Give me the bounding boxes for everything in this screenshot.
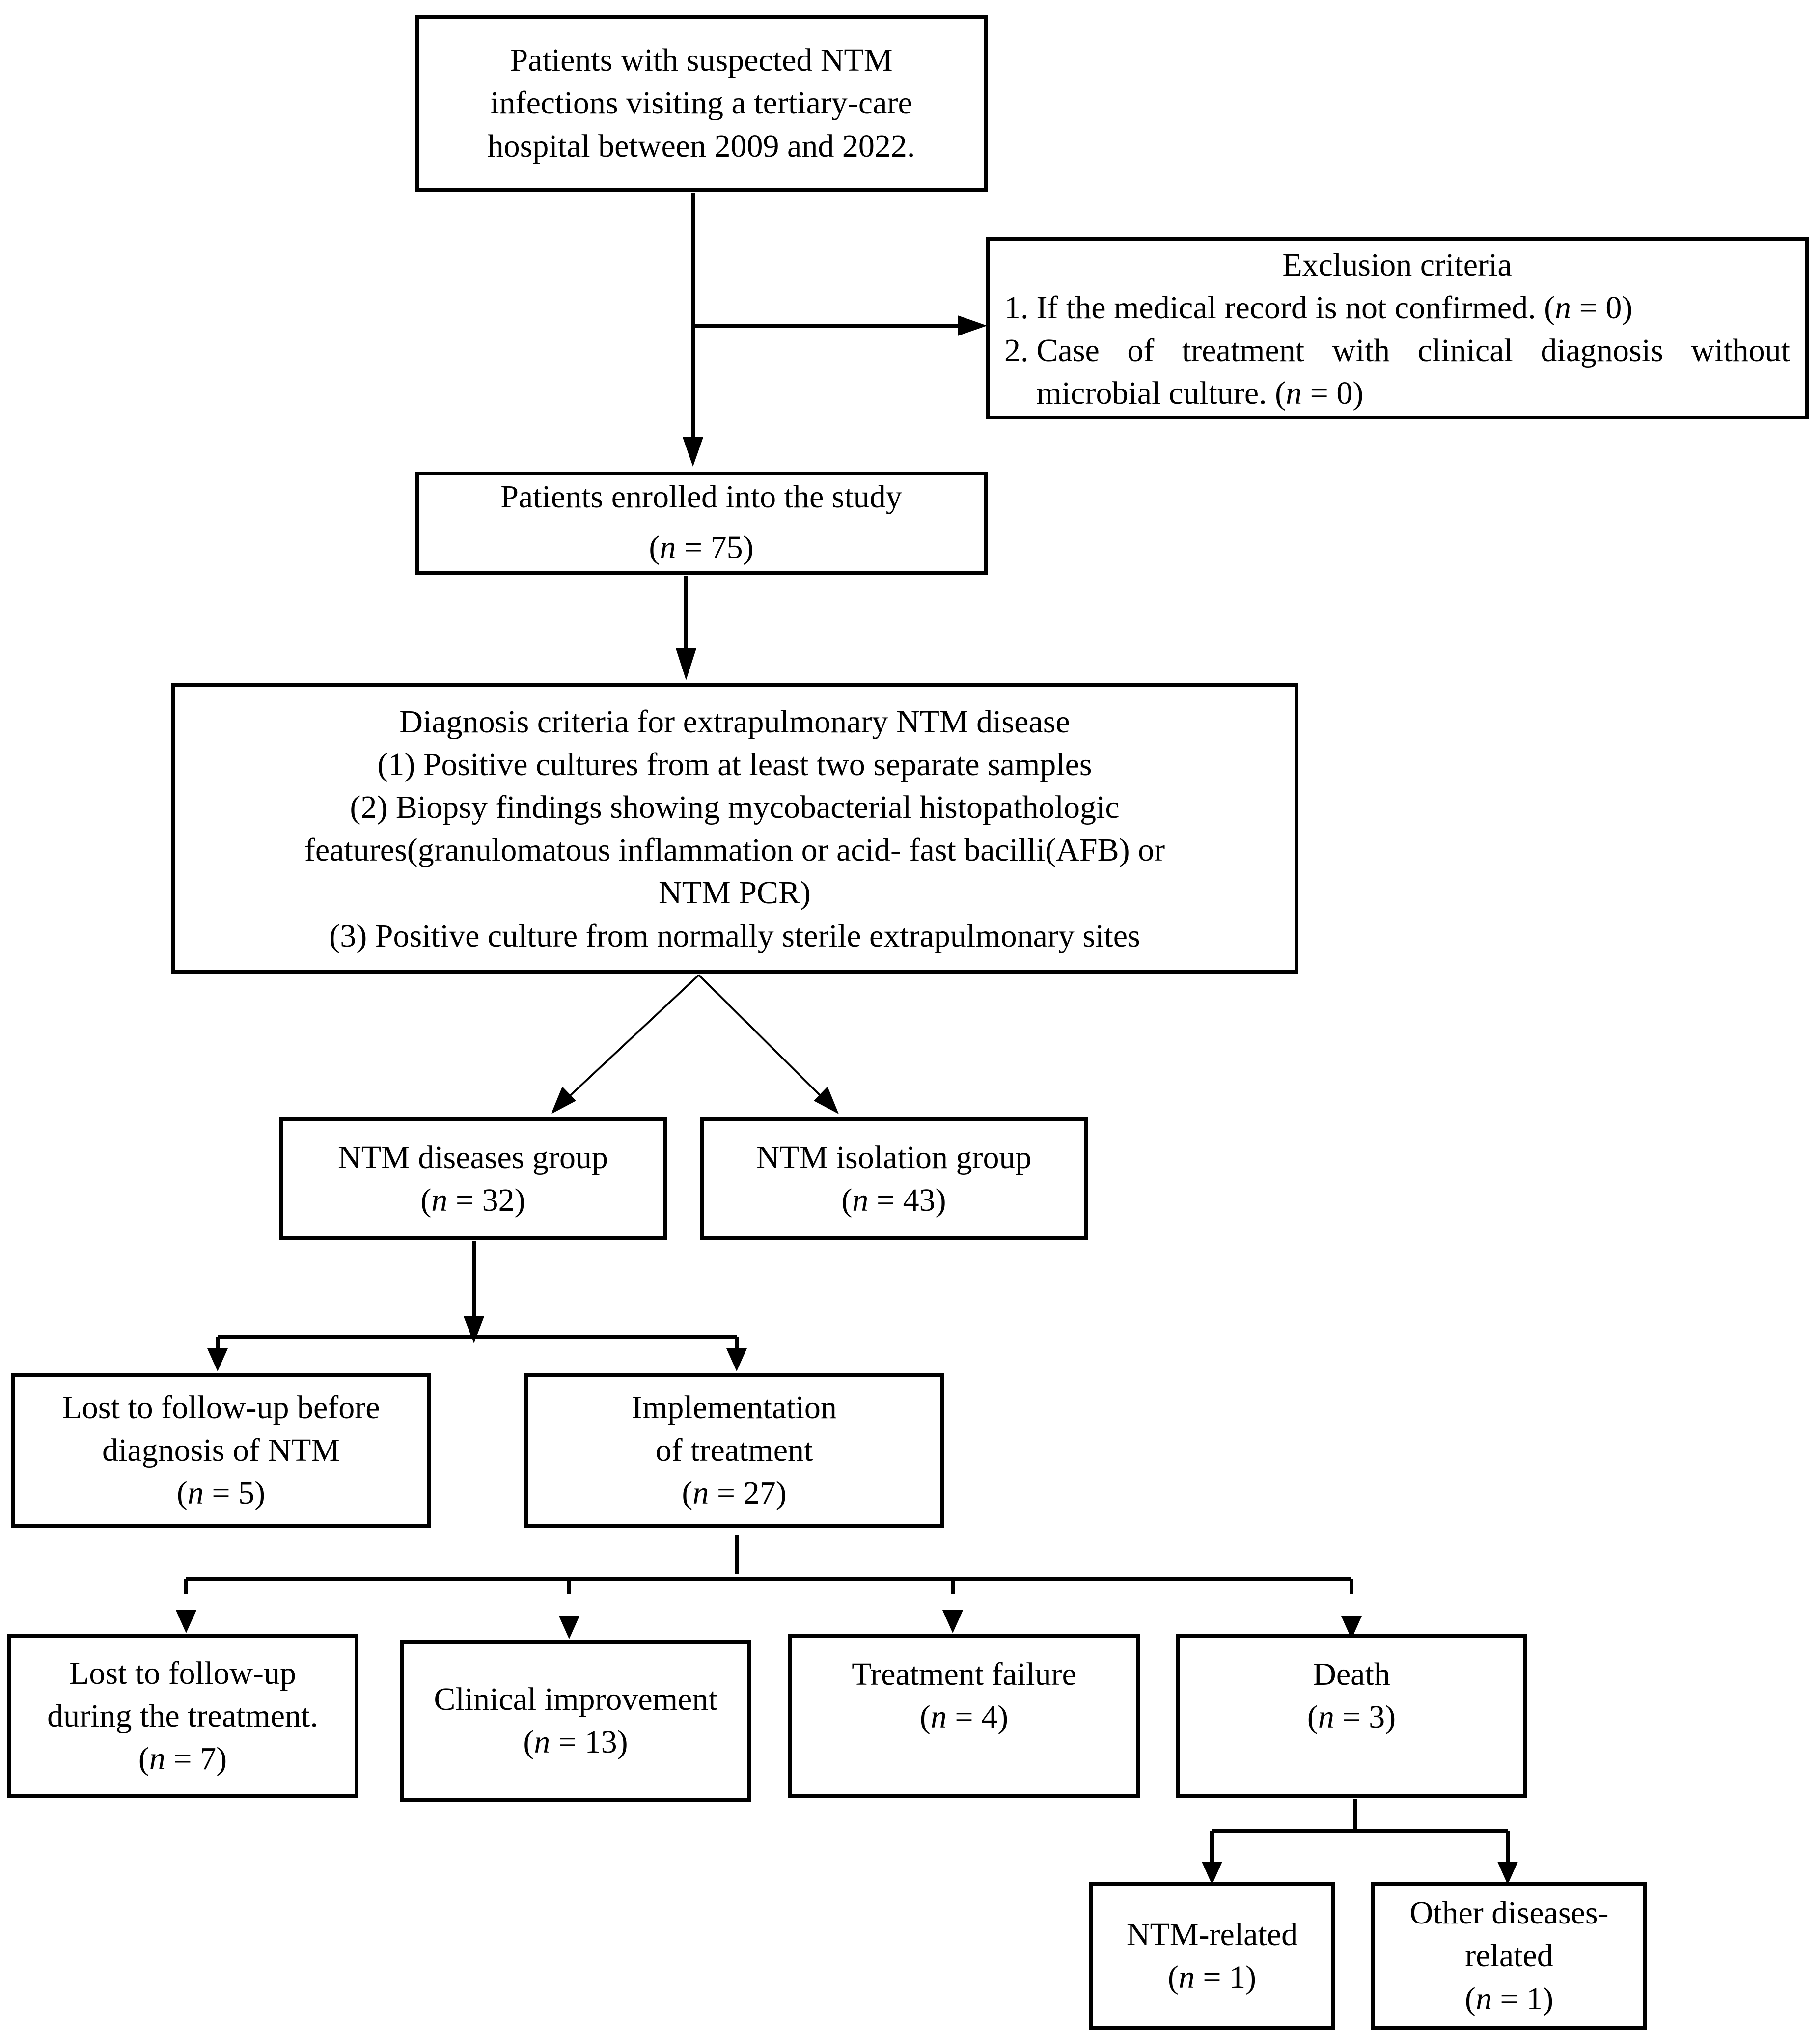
exclusion-item-1: 1. If the medical record is not confirme… <box>1004 286 1790 329</box>
box-count: (n = 27) <box>682 1475 787 1511</box>
box-label: Patients enrolled into the study <box>500 479 902 515</box>
arrowhead <box>942 1610 963 1633</box>
box-text-line: hospital between 2009 and 2022. <box>487 128 915 164</box>
criteria-line: (3) Positive culture from normally steri… <box>329 918 1140 954</box>
box-text-line: Other diseases- <box>1409 1895 1609 1931</box>
exclusion-title: Exclusion criteria <box>1282 247 1512 283</box>
box-death: Death (n = 3) <box>1176 1634 1527 1798</box>
exclusion-item-count: (n = 0) <box>1544 290 1633 326</box>
box-count: (n = 75) <box>649 529 754 565</box>
arrowhead <box>207 1348 228 1371</box>
arrowhead <box>814 1087 839 1114</box>
box-count: (n = 1) <box>1167 1959 1257 1995</box>
arrowhead <box>726 1348 747 1371</box>
exclusion-item-number: 1. <box>1004 290 1029 326</box>
arrowhead <box>176 1610 196 1633</box>
box-label: NTM isolation group <box>756 1139 1032 1175</box>
box-count: (n = 32) <box>420 1182 525 1218</box>
arrowhead <box>1341 1616 1362 1639</box>
box-ntm-isolation-group: NTM isolation group (n = 43) <box>700 1117 1088 1240</box>
exclusion-item-count: (n = 0) <box>1275 375 1364 412</box>
box-text-line: Lost to follow-up <box>69 1655 296 1691</box>
box-lost-during-treatment: Lost to follow-up during the treatment. … <box>7 1634 358 1798</box>
box-count: (n = 1) <box>1464 1980 1554 2017</box>
exclusion-item-text: If the medical record is not confirmed. <box>1036 290 1536 326</box>
box-treatment-failure: Treatment failure (n = 4) <box>788 1634 1140 1798</box>
box-text-line: during the treatment. <box>47 1698 318 1734</box>
box-label: Death <box>1313 1656 1390 1692</box>
box-text-line: related <box>1465 1938 1553 1974</box>
arrowhead <box>1202 1862 1222 1885</box>
exclusion-item-2: 2. Case of treatment with clinical diagn… <box>1004 329 1790 415</box>
box-text-line: Lost to follow-up before <box>62 1389 380 1425</box>
box-ntm-diseases-group: NTM diseases group (n = 32) <box>279 1117 667 1240</box>
box-text-line: diagnosis of NTM <box>102 1432 340 1468</box>
box-count: (n = 3) <box>1307 1699 1396 1735</box>
box-lost-before-diagnosis: Lost to follow-up before diagnosis of NT… <box>11 1373 431 1528</box>
connector-criteria-to-diseases <box>559 974 700 1106</box>
box-count: (n = 5) <box>176 1475 266 1511</box>
box-exclusion-criteria: Exclusion criteria 1. If the medical rec… <box>986 237 1809 419</box>
box-text-line: Patients with suspected NTM <box>510 42 893 79</box>
box-text-line: infections visiting a tertiary-care <box>490 85 912 121</box>
connector-criteria-to-isolation <box>698 974 831 1106</box>
box-label: NTM-related <box>1126 1916 1298 1952</box>
exclusion-item-text: Case of treatment with clinical diagnosi… <box>1036 333 1791 412</box>
box-diagnosis-criteria: Diagnosis criteria for extrapulmonary NT… <box>171 683 1298 974</box>
criteria-line: (1) Positive cultures from at least two … <box>377 747 1092 783</box>
criteria-title: Diagnosis criteria for extrapulmonary NT… <box>399 704 1070 740</box>
box-count: (n = 13) <box>523 1724 628 1760</box>
box-clinical-improvement: Clinical improvement (n = 13) <box>400 1640 751 1802</box>
arrowhead <box>683 437 703 467</box>
arrowhead <box>958 315 987 336</box>
box-text-line: of treatment <box>655 1432 813 1468</box>
box-text-line: Implementation <box>632 1389 837 1425</box>
arrowhead <box>464 1316 484 1343</box>
box-label: NTM diseases group <box>338 1139 608 1175</box>
box-label: Treatment failure <box>852 1656 1076 1692</box>
box-other-diseases-related: Other diseases- related (n = 1) <box>1371 1882 1647 2030</box>
box-count: (n = 4) <box>919 1699 1009 1735</box>
criteria-line: (2) Biopsy findings showing mycobacteria… <box>350 789 1120 826</box>
criteria-line: features(granulomatous inflammation or a… <box>304 832 1165 868</box>
exclusion-item-number: 2. <box>1004 333 1029 369</box>
box-count: (n = 43) <box>841 1182 946 1218</box>
box-count: (n = 7) <box>138 1741 227 1777</box>
arrowhead <box>1497 1862 1518 1885</box>
arrowhead <box>551 1087 576 1114</box>
criteria-line: NTM PCR) <box>659 875 811 911</box>
box-enrolled: Patients enrolled into the study (n = 75… <box>415 472 988 575</box>
arrowhead <box>676 648 696 680</box>
box-label: Clinical improvement <box>434 1681 717 1717</box>
box-suspected-patients: Patients with suspected NTM infections v… <box>415 15 988 192</box>
arrowhead <box>559 1616 579 1639</box>
box-implementation-of-treatment: Implementation of treatment (n = 27) <box>524 1373 944 1528</box>
box-ntm-related: NTM-related (n = 1) <box>1089 1882 1335 2030</box>
